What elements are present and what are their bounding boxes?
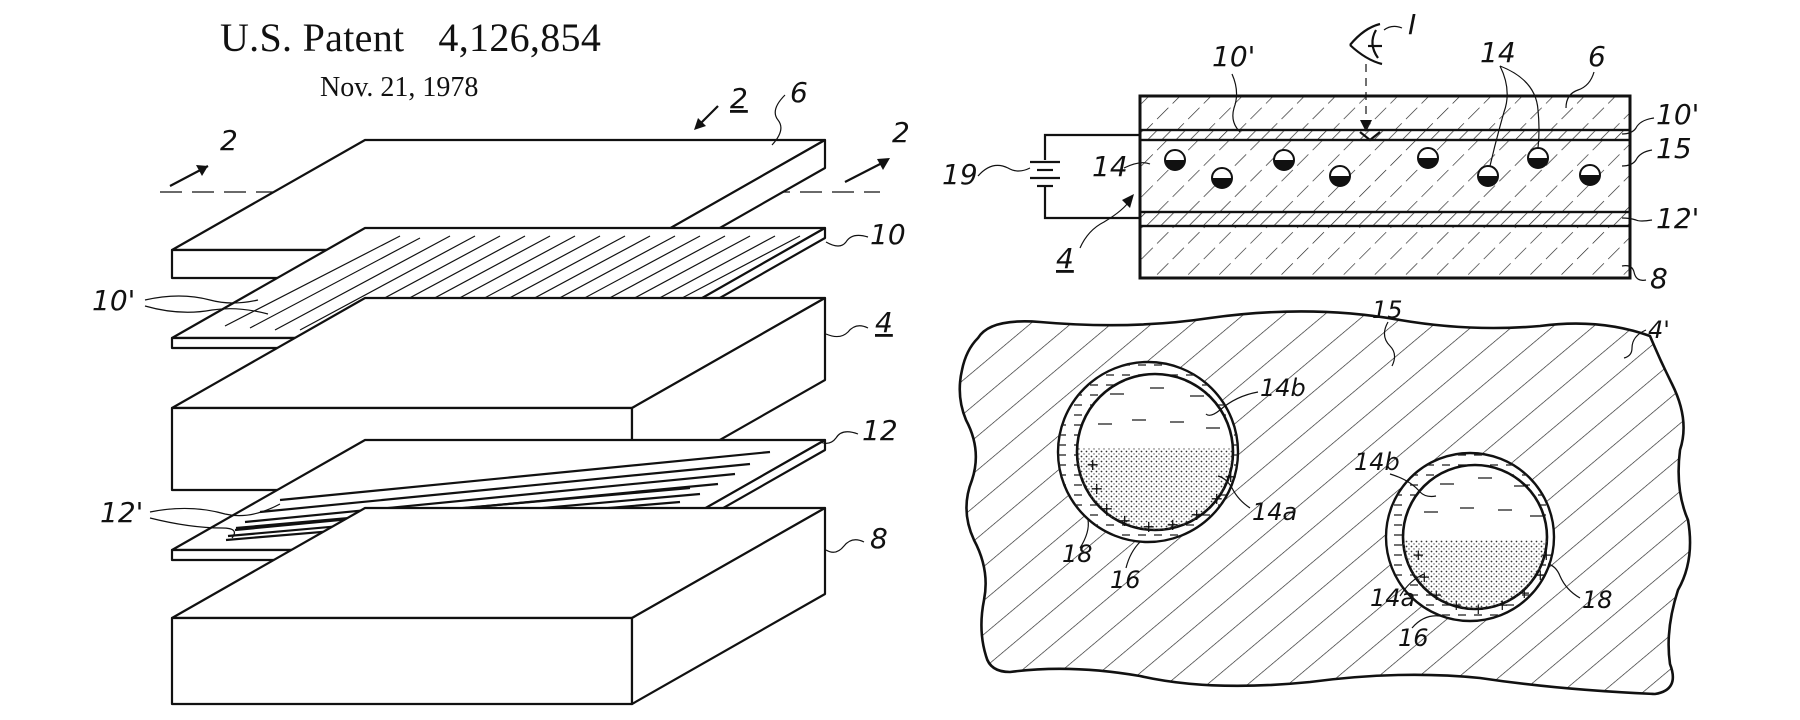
svg-text:+: + (1100, 499, 1113, 518)
svg-text:+: + (1518, 584, 1531, 602)
label-lines-10p: 10' (92, 284, 135, 317)
label-18-b: 18 (1582, 586, 1613, 614)
label-4p-fragment: 4' (1648, 316, 1670, 344)
section-arrow-right (845, 162, 884, 182)
label-6-section: 6 (1588, 40, 1606, 73)
svg-text:+: + (1430, 586, 1443, 604)
fig1-exploded-view: 2 2 2 6 (92, 76, 910, 704)
electrode-12p-section (1140, 212, 1630, 226)
leader-6 (772, 95, 785, 145)
label-sheet-10: 10 (870, 218, 906, 251)
svg-text:+: + (1166, 515, 1179, 534)
svg-text:+: + (1496, 596, 1509, 614)
label-16-b: 16 (1398, 624, 1429, 652)
label-section-right: 2 (892, 116, 910, 149)
glass-6-section (1140, 96, 1630, 130)
svg-text:+: + (1224, 467, 1237, 486)
label-16-a: 16 (1110, 566, 1141, 594)
svg-text:+: + (1086, 455, 1099, 474)
label-plate-6: 6 (790, 76, 808, 109)
label-lines-12p: 12' (100, 496, 143, 529)
svg-text:+: + (1534, 566, 1547, 584)
capsule (1274, 150, 1294, 170)
capsule (1165, 150, 1185, 170)
label-slab-4: 4 (875, 306, 893, 339)
label-14-top: 14 (1480, 36, 1516, 69)
label-battery-19: 19 (942, 158, 978, 191)
leader-19 (978, 165, 1030, 176)
fig3-enlarged-fragment: +++ +++ +++ 14b 14a 18 16 (960, 296, 1690, 694)
label-fig1-section: 2 (730, 82, 748, 115)
leader-4 (826, 326, 868, 337)
label-15-fragment: 15 (1372, 296, 1403, 324)
label-10p-top: 10' (1212, 40, 1255, 73)
label-section-left: 2 (220, 124, 238, 157)
capsule (1330, 166, 1350, 186)
label-sheet-12: 12 (862, 414, 898, 447)
electrode-10p-section (1140, 130, 1630, 140)
label-viewer: I (1408, 8, 1416, 41)
svg-text:+: + (1090, 479, 1103, 498)
svg-text:+: + (1418, 568, 1431, 586)
label-15-section: 15 (1656, 132, 1692, 165)
microcapsule-a: +++ +++ +++ (1058, 362, 1238, 542)
label-10p-right: 10' (1656, 98, 1699, 131)
svg-text:+: + (1412, 546, 1425, 564)
capsule (1418, 148, 1438, 168)
svg-text:+: + (1142, 517, 1155, 536)
capsule (1580, 165, 1600, 185)
leader-4-section (1080, 200, 1130, 248)
label-18-a: 18 (1062, 540, 1093, 568)
svg-text:+: + (1190, 505, 1203, 524)
label-4-section: 4 (1056, 242, 1074, 275)
leader-viewer (1384, 26, 1402, 30)
svg-text:+: + (1450, 596, 1463, 614)
label-8-section: 8 (1650, 262, 1668, 295)
svg-text:+: + (1118, 511, 1131, 530)
matrix-fragment-15 (960, 311, 1690, 694)
label-14a-a: 14a (1252, 498, 1297, 526)
glass-8-section (1140, 226, 1630, 278)
fig2-cross-section: I (942, 8, 1699, 295)
svg-text:+: + (1472, 600, 1485, 618)
capsule (1528, 148, 1548, 168)
label-14a-b: 14a (1370, 584, 1415, 612)
label-14-left: 14 (1092, 150, 1128, 183)
label-14b-a: 14b (1260, 374, 1306, 402)
capsule (1212, 168, 1232, 188)
svg-text:+: + (1540, 546, 1553, 564)
label-12p-section: 12' (1656, 202, 1699, 235)
leader-8 (826, 540, 864, 553)
leader-10 (826, 235, 868, 246)
label-plate-8: 8 (870, 522, 888, 555)
capsule (1478, 166, 1498, 186)
svg-text:+: + (1210, 489, 1223, 508)
label-14b-b: 14b (1354, 448, 1400, 476)
